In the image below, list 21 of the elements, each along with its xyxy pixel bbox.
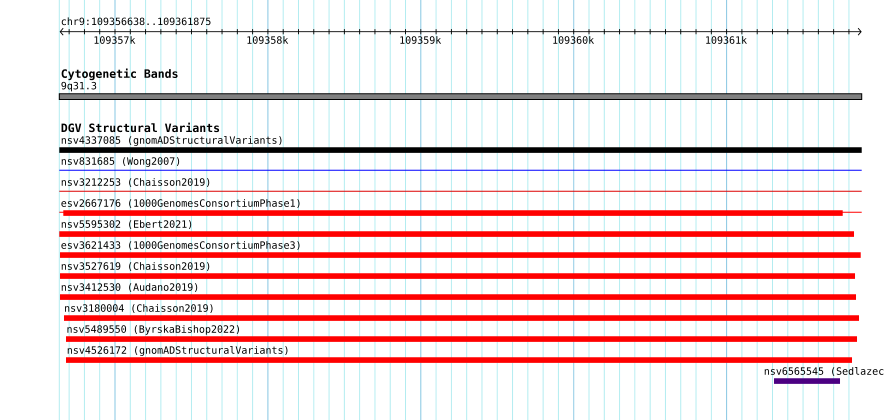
tick-label: 109360k <box>553 36 594 44</box>
tick-label: 109357k <box>94 36 136 44</box>
feature-label: nsv4526172 (gnomADStructuralVariants) <box>68 346 288 356</box>
feature-label: nsv4337085 (gnomADStructuralVariants) <box>62 136 282 146</box>
feature-label: nsv831685 (Wong2007) <box>62 157 180 167</box>
track-heading: DGV Structural Variants <box>62 122 220 132</box>
tick-label: 109361k <box>706 36 747 44</box>
feature-label: nsv3527619 (Chaisson2019) <box>62 262 210 272</box>
feature-label: nsv6565545 (Sedlazec <box>764 367 884 376</box>
feature-label: esv2667176 (1000GenomesConsortiumPhase1) <box>61 199 300 208</box>
track-heading: Cytogenetic Bands <box>62 68 178 80</box>
feature-label: nsv3180004 (Chaisson2019) <box>65 304 213 314</box>
location-label: chr9:109356638..109361875 <box>62 17 210 26</box>
feature-label: esv3621433 (1000GenomesConsortiumPhase3) <box>61 241 300 250</box>
tick-label: 109359k <box>400 36 442 44</box>
feature-label: nsv3212253 (Chaisson2019) <box>62 178 210 188</box>
feature-label: nsv3412530 (Audano2019) <box>62 283 198 292</box>
feature-label: nsv5595302 (Ebert2021) <box>62 220 192 230</box>
tick-label: 109358k <box>247 36 288 44</box>
feature-label: nsv5489550 (ByrskaBishop2022) <box>67 325 239 335</box>
band-label: 9q31.3 <box>61 82 96 92</box>
